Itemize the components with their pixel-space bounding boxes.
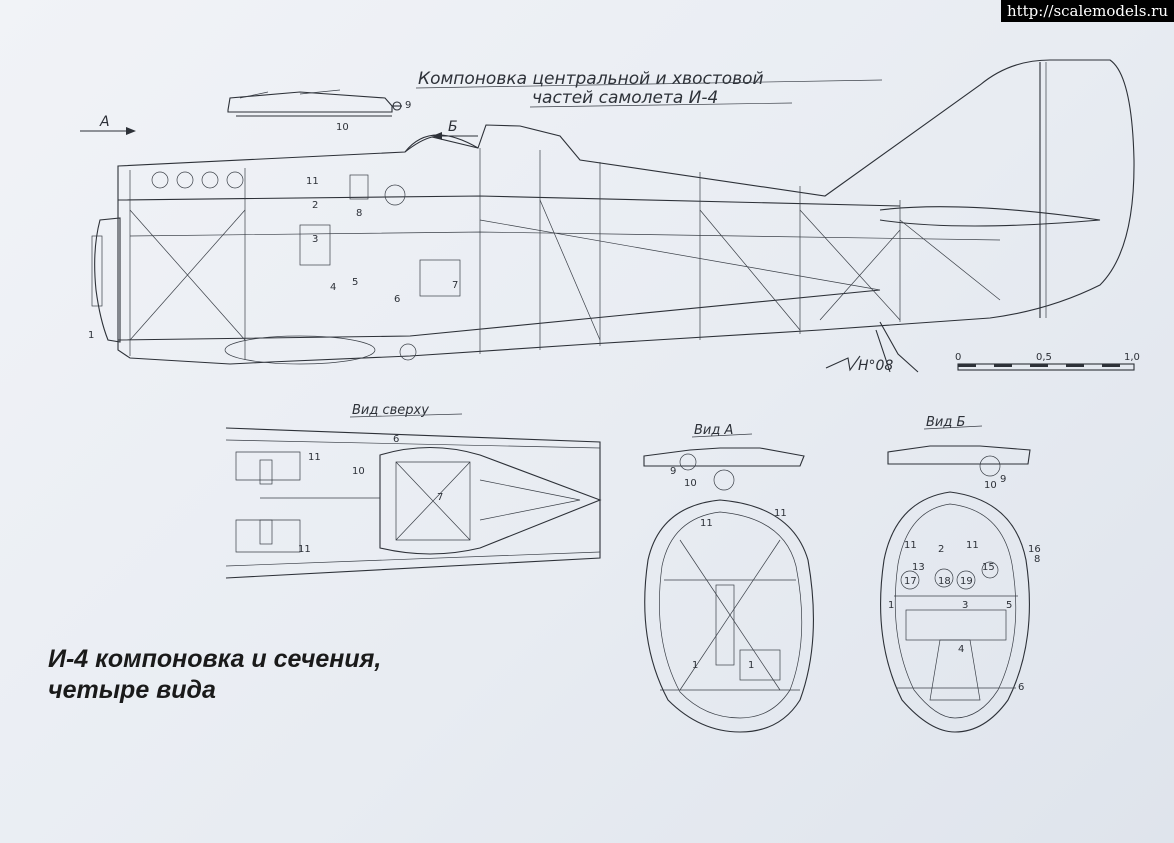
scale-tick-0: 0 bbox=[955, 352, 961, 363]
view-b-callout: 15 bbox=[982, 562, 995, 573]
side-callout: 8 bbox=[356, 208, 362, 219]
top-callout: 7 bbox=[437, 492, 443, 503]
scale-tick-end: 1,0 bbox=[1124, 352, 1140, 363]
view-b-callout: 19 bbox=[960, 576, 973, 587]
view-a-callout: 11 bbox=[774, 508, 787, 519]
view-arrow-b: Б bbox=[432, 119, 478, 140]
figure-caption: И-4 компоновка и сечения, четыре вида bbox=[48, 644, 381, 706]
side-callout: 11 bbox=[306, 176, 319, 187]
view-b-callout: 18 bbox=[938, 576, 951, 587]
view-b-callout: 11 bbox=[904, 540, 917, 551]
caption-line1: И-4 компоновка и сечения, bbox=[48, 645, 382, 673]
title-underline-1 bbox=[415, 79, 883, 89]
caption-line2: четыре вида bbox=[48, 676, 216, 704]
drawing-title-line2: частей самолета И-4 bbox=[532, 88, 718, 108]
view-b-callout: 3 bbox=[962, 600, 968, 611]
side-callout: 5 bbox=[352, 277, 358, 288]
scale-bar: 0 0,5 1,0 bbox=[955, 352, 1140, 371]
view-b-callout: 8 bbox=[1034, 554, 1040, 565]
side-callout: 3 bbox=[312, 234, 318, 245]
view-b: Вид Б 1 2 3 4 5 6 8 9 10 11 11 13 15 16 … bbox=[880, 415, 1041, 733]
view-a-callout: 1 bbox=[692, 660, 698, 671]
view-b-callout: 6 bbox=[1018, 682, 1024, 693]
view-b-callout: 13 bbox=[912, 562, 925, 573]
top-callout: 6 bbox=[393, 434, 399, 445]
signature-text: Н°08 bbox=[858, 358, 893, 374]
side-callout: 6 bbox=[394, 294, 400, 305]
scale-tick-mid: 0,5 bbox=[1036, 352, 1052, 363]
view-b-callout: 4 bbox=[958, 644, 964, 655]
top-view: Вид сверху 6 7 10 11 11 bbox=[225, 403, 602, 579]
top-callout: 11 bbox=[298, 544, 311, 555]
view-a-callout: 1 bbox=[748, 660, 754, 671]
side-callout: 7 bbox=[452, 280, 458, 291]
top-callout: 10 bbox=[352, 466, 365, 477]
view-arrow-b-label: Б bbox=[448, 119, 458, 135]
view-arrow-a: А bbox=[80, 114, 136, 135]
view-b-callout: 11 bbox=[966, 540, 979, 551]
view-b-callout: 1 bbox=[888, 600, 894, 611]
view-a-callout: 9 bbox=[670, 466, 676, 477]
view-a-callout: 10 bbox=[684, 478, 697, 489]
view-a-title: Вид А bbox=[694, 423, 733, 438]
side-callout: 1 bbox=[88, 330, 94, 341]
view-b-callout: 9 bbox=[1000, 474, 1006, 485]
view-b-callout: 2 bbox=[938, 544, 944, 555]
view-b-title: Вид Б bbox=[926, 415, 965, 430]
drawing-title-line1: Компоновка центральной и хвостовой bbox=[418, 69, 764, 89]
side-callout: 10 bbox=[336, 122, 349, 133]
view-a: Вид А 1 1 9 10 11 11 bbox=[643, 423, 814, 733]
top-callout: 11 bbox=[308, 452, 321, 463]
view-a-callout: 11 bbox=[700, 518, 713, 529]
view-b-callout: 17 bbox=[904, 576, 917, 587]
side-callout: 2 bbox=[312, 200, 318, 211]
view-b-callout: 16 bbox=[1028, 544, 1041, 555]
view-arrow-a-label: А bbox=[99, 114, 110, 130]
top-view-title: Вид сверху bbox=[352, 403, 429, 418]
watermark-url: http://scalemodels.ru bbox=[1000, 0, 1174, 22]
side-callout: 9 bbox=[405, 100, 411, 111]
title-underline-2 bbox=[529, 102, 793, 108]
side-callout: 4 bbox=[330, 282, 336, 293]
side-view-fuselage: 1 2 3 4 5 6 7 8 9 10 11 bbox=[88, 59, 1135, 373]
view-b-callout: 5 bbox=[1006, 600, 1012, 611]
signature: Н°08 bbox=[825, 355, 893, 374]
view-b-callout: 10 bbox=[984, 480, 997, 491]
